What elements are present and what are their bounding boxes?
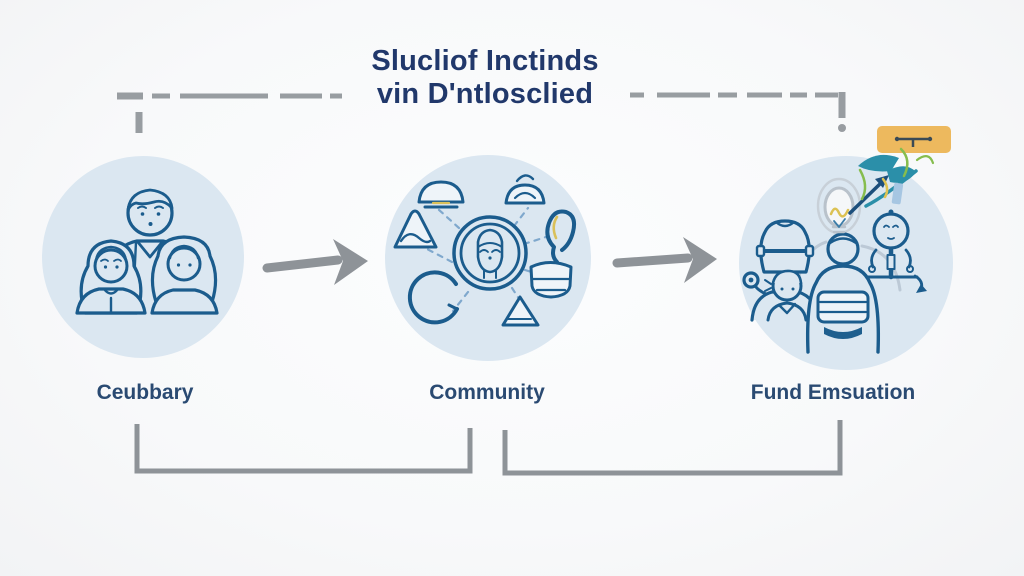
label-community: Community — [429, 381, 545, 404]
consultation-idea-icon — [742, 175, 927, 354]
colorful-scribble-figure — [858, 147, 935, 208]
lightbulb-icon — [823, 186, 855, 234]
beneficiary-circle — [42, 156, 244, 358]
label-fund-evaluation: Fund Emsuation — [750, 381, 916, 404]
flow-arrow-1 — [262, 239, 368, 285]
label-beneficiary: Ceubbary — [96, 381, 194, 404]
idea-arrow-icon — [848, 175, 889, 215]
flow-arrow-2 — [612, 237, 717, 283]
dashed-line-end-dot — [838, 124, 846, 132]
community-network-icon — [393, 174, 577, 327]
fund-evaluation-circle — [739, 156, 953, 370]
title-line-2: vin D'ntlosclied — [376, 78, 594, 110]
community-node-icons — [393, 174, 577, 327]
bottom-bracket-left — [134, 424, 473, 474]
community-circle — [385, 155, 591, 361]
title-line-1: Slucliof Inctinds — [371, 45, 599, 77]
family-group-icon — [75, 188, 219, 315]
diagram-title: Slucliof Inctinds vin D'ntlosclied — [300, 45, 670, 111]
highlight-callout — [858, 126, 951, 208]
top-dashed-connector — [117, 92, 846, 133]
bottom-bracket-right — [502, 420, 843, 476]
